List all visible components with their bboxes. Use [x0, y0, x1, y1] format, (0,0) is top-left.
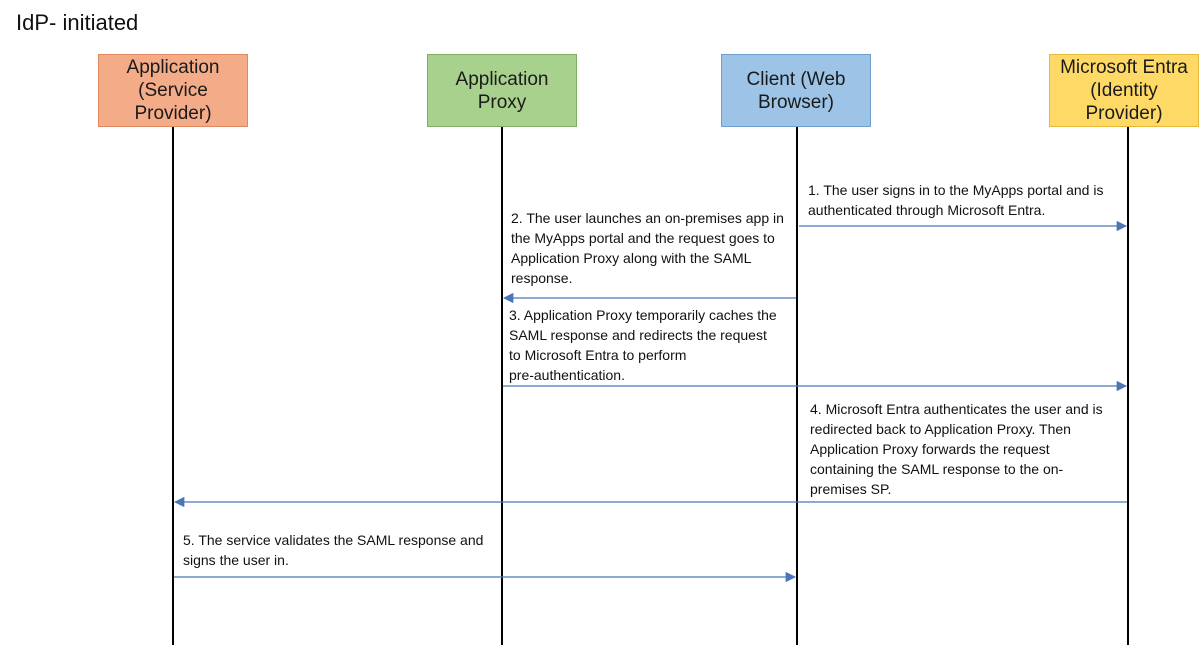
actor-client-web-browser: Client (Web Browser) — [721, 54, 871, 127]
step-text-line: containing the SAML response to the on- — [810, 461, 1064, 477]
step-text-line: SAML response and redirects the request — [509, 327, 767, 343]
actor-application-service-provider: Application (Service Provider) — [98, 54, 248, 127]
actor-label-line: Client (Web — [746, 68, 846, 90]
actor-label-line: Application — [455, 68, 549, 90]
actor-label-line: Provider) — [1085, 103, 1163, 124]
step-text-line: premises SP. — [810, 481, 892, 497]
step-text-line: to Microsoft Entra to perform — [509, 347, 687, 363]
step-text-line: signs the user in. — [183, 552, 289, 568]
actor-label-line: Browser) — [757, 91, 834, 113]
actor-label-line: (Identity — [1090, 80, 1158, 101]
step-1-description: 1. The user signs in to the MyApps porta… — [808, 180, 1103, 220]
step-text-line: pre-authentication. — [509, 367, 625, 383]
step-4-description: 4. Microsoft Entra authenticates the use… — [810, 399, 1103, 499]
actor-label-line: Provider) — [134, 103, 212, 124]
step-text-line: 2. The user launches an on-premises app … — [511, 210, 784, 226]
step-text-line: the MyApps portal and the request goes t… — [511, 230, 775, 246]
step-text-line: 3. Application Proxy temporarily caches … — [509, 307, 777, 323]
step-text-line: 4. Microsoft Entra authenticates the use… — [810, 401, 1103, 417]
actor-microsoft-entra-identity-provider: Microsoft Entra (Identity Provider) — [1049, 54, 1199, 127]
actor-label-line: Application — [126, 57, 220, 78]
step-text-line: response. — [511, 270, 573, 286]
page-title: IdP- initiated — [16, 10, 139, 35]
actor-application-proxy: Application Proxy — [427, 54, 577, 127]
actor-label-line: Microsoft Entra — [1060, 57, 1188, 78]
step-2-description: 2. The user launches an on-premises app … — [511, 208, 784, 288]
step-text-line: 5. The service validates the SAML respon… — [183, 532, 484, 548]
step-text-line: Application Proxy along with the SAML — [511, 250, 752, 266]
step-text-line: Application Proxy forwards the request — [810, 441, 1050, 457]
step-5-description: 5. The service validates the SAML respon… — [183, 530, 483, 570]
actor-label-line: (Service — [138, 80, 208, 101]
step-3-description: 3. Application Proxy temporarily caches … — [509, 305, 777, 385]
step-text-line: redirected back to Application Proxy. Th… — [810, 421, 1071, 437]
step-text-line: authenticated through Microsoft Entra. — [808, 202, 1046, 218]
step-text-line: 1. The user signs in to the MyApps porta… — [808, 182, 1104, 198]
actor-label-line: Proxy — [477, 91, 527, 113]
